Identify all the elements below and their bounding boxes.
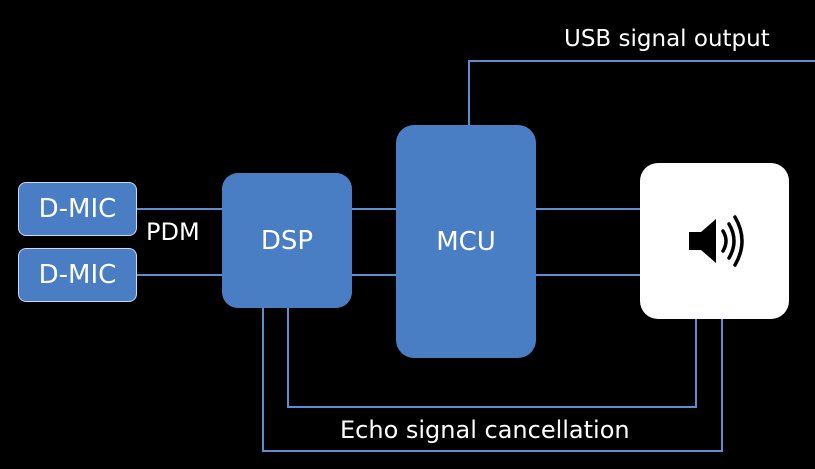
usb-signal-output-label: USB signal output — [564, 26, 770, 52]
echo-signal-cancellation-label: Echo signal cancellation — [340, 416, 630, 444]
echo-loop-inner — [287, 308, 697, 408]
mcu-label: MCU — [436, 226, 496, 257]
usb-output-line — [468, 60, 815, 125]
d-mic-block-1: D-MIC — [18, 182, 137, 236]
echo-loop-outer — [262, 308, 723, 452]
mcu-block: MCU — [396, 125, 536, 358]
d-mic-block-2: D-MIC — [18, 248, 137, 302]
dsp-label: DSP — [260, 225, 314, 256]
d-mic-label-2: D-MIC — [38, 260, 117, 290]
pdm-label: PDM — [146, 218, 200, 246]
speaker-volume-icon — [688, 215, 744, 267]
speaker-block — [640, 163, 789, 319]
d-mic-label-1: D-MIC — [38, 194, 117, 224]
dsp-block: DSP — [222, 173, 352, 308]
